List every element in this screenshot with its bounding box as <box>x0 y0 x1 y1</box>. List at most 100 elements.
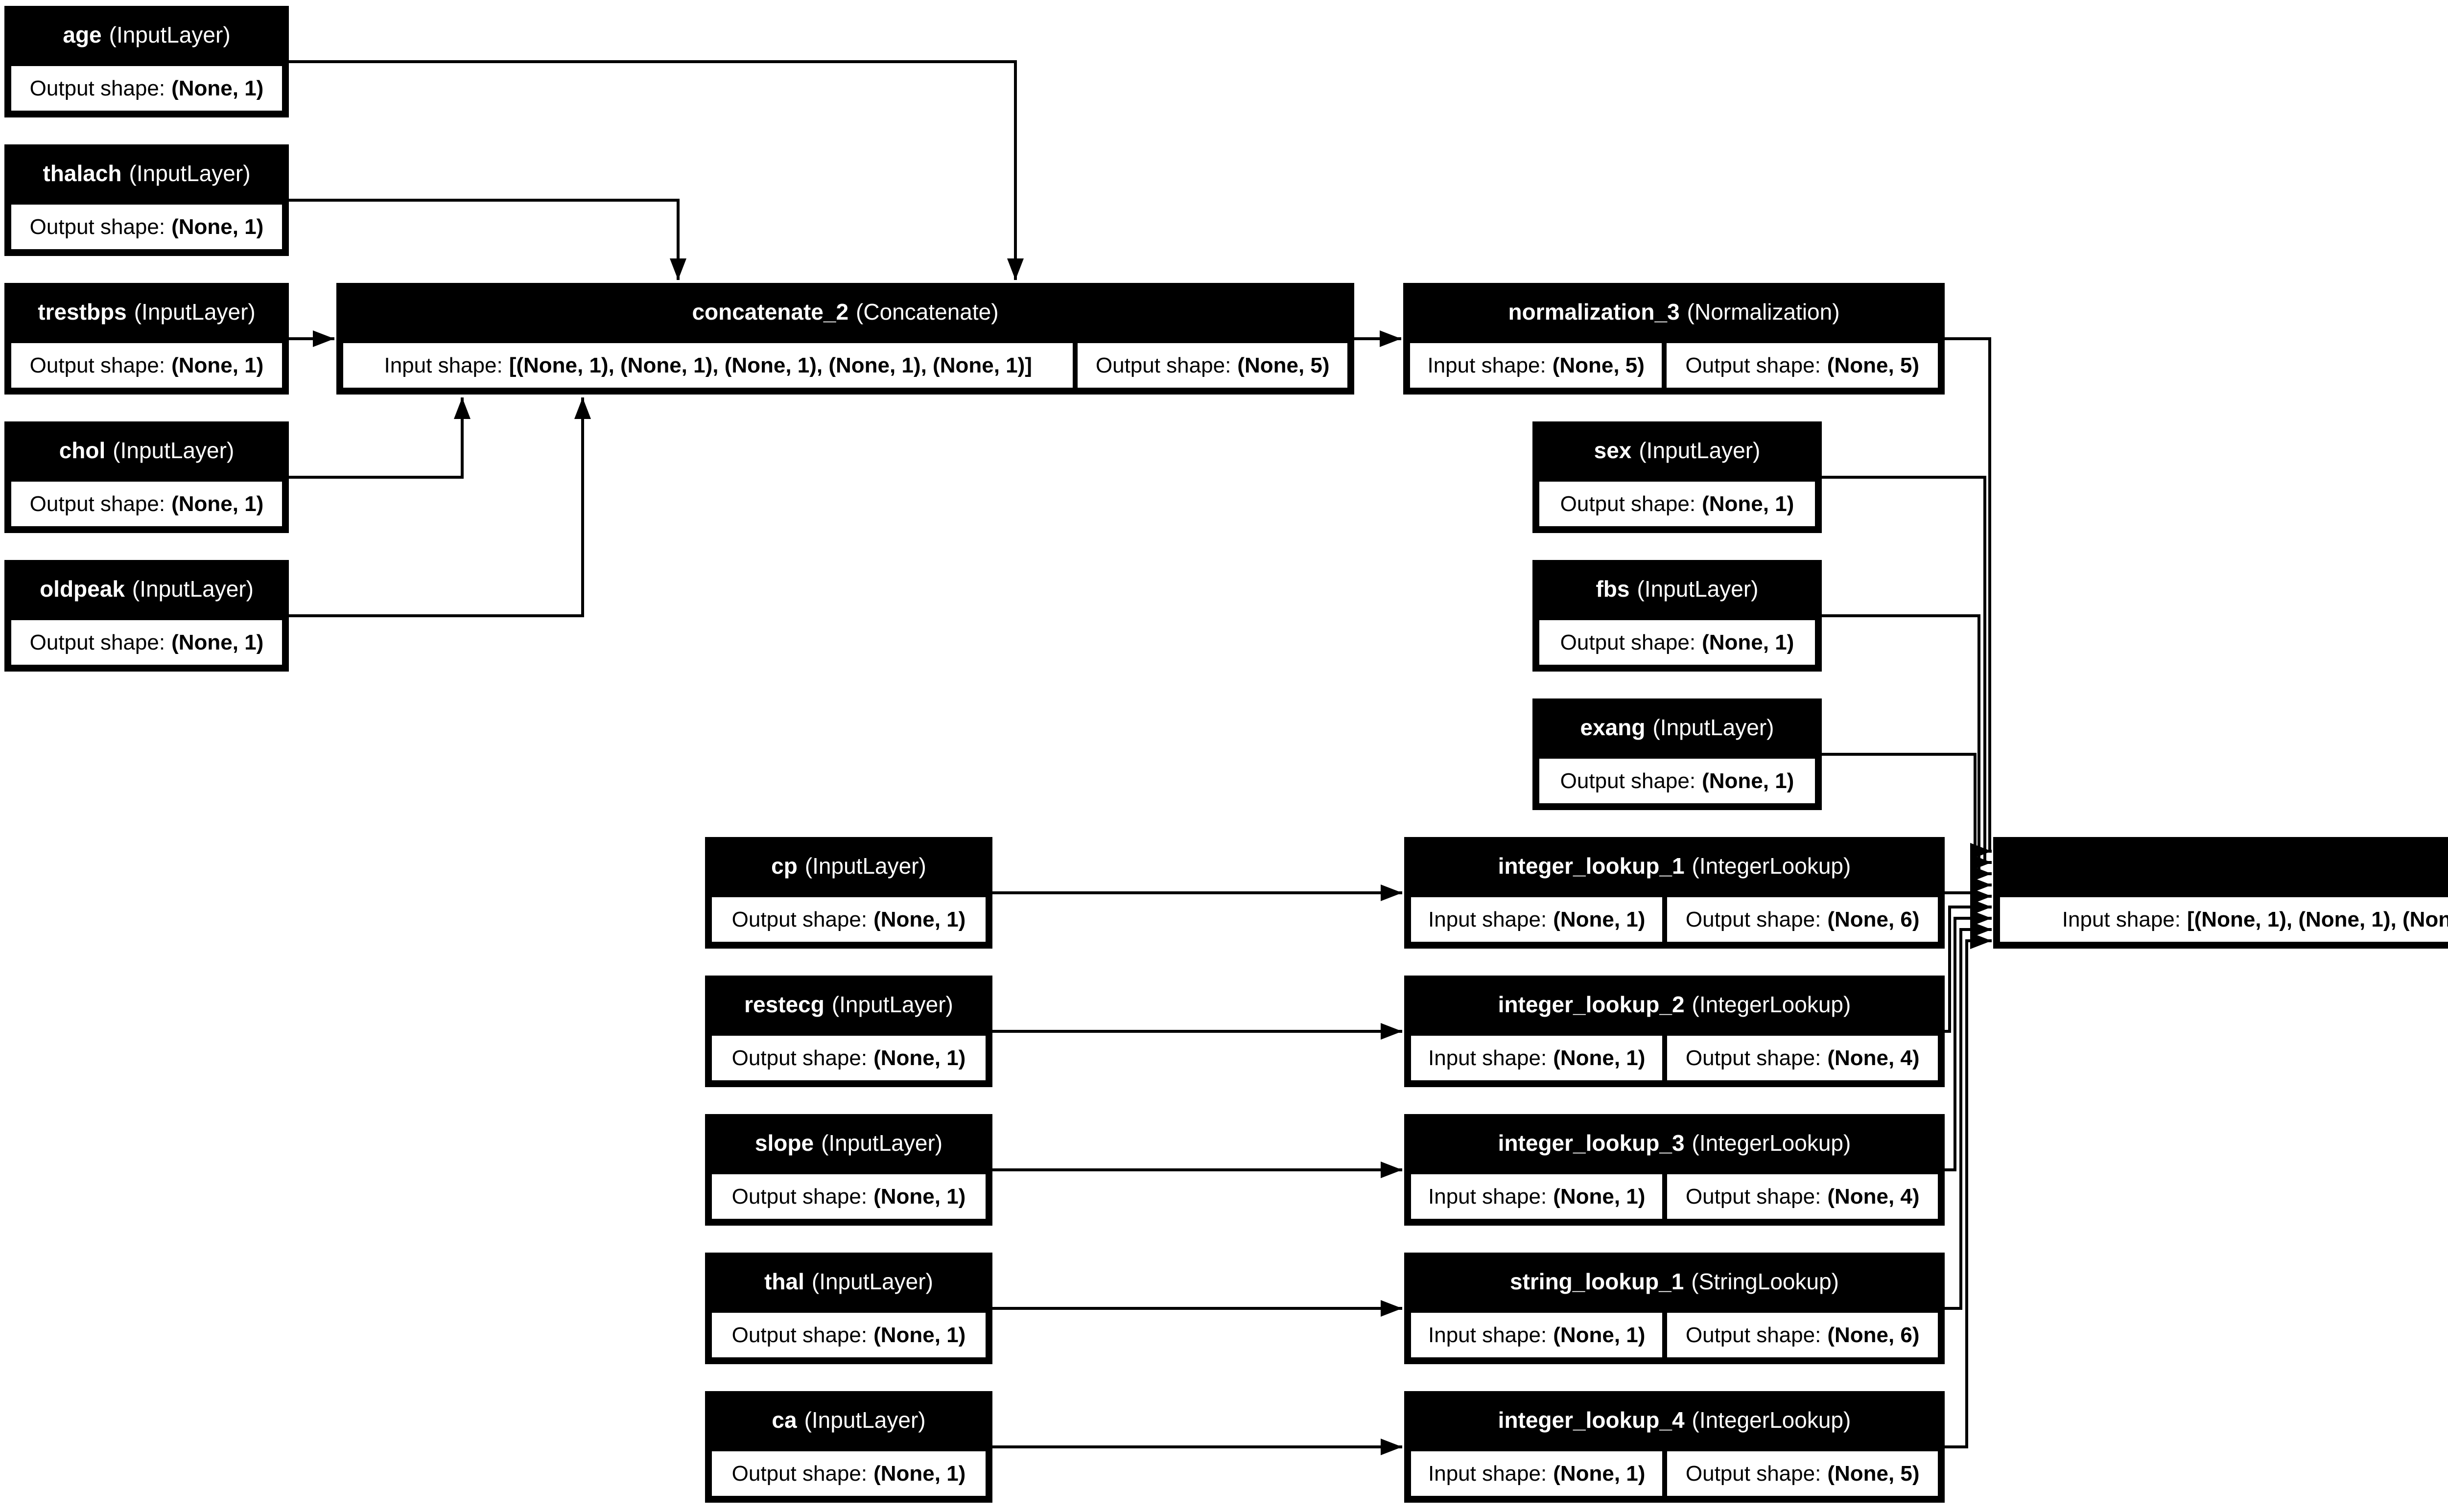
output-shape-label: Output shape: <box>29 491 165 516</box>
layer-node-thalach: thalach(InputLayer) Output shape:(None, … <box>4 144 289 256</box>
output-shape-cell: Output shape:(None, 1) <box>709 1310 988 1360</box>
layer-type: (InputLayer) <box>831 992 953 1017</box>
output-shape-label: Output shape: <box>731 1046 868 1070</box>
output-shape-value: (None, 1) <box>171 214 264 239</box>
output-shape-cell: Output shape:(None, 1) <box>1537 756 1817 806</box>
layer-header: exang(InputLayer) <box>1532 698 1822 756</box>
output-shape-label: Output shape: <box>1685 1184 1821 1209</box>
layer-node-normalization_3: normalization_3(Normalization) Input sha… <box>1403 283 1945 395</box>
edge-integer_lookup_3-to-concatenate_3 <box>1945 910 1992 1171</box>
output-shape-cell: Output shape:(None, 1) <box>709 1172 988 1221</box>
layer-name: integer_lookup_2 <box>1498 992 1685 1017</box>
input-shape-value: (None, 1) <box>1553 1323 1646 1347</box>
layer-name: sex <box>1594 438 1632 463</box>
output-shape-label: Output shape: <box>29 353 165 377</box>
output-shape-label: Output shape: <box>1685 353 1821 377</box>
output-shape-value: (None, 1) <box>873 1046 966 1070</box>
edge-chol-to-concatenate_2 <box>289 397 471 479</box>
layer-type: (InputLayer) <box>821 1130 943 1156</box>
input-shape-label: Input shape: <box>1428 1323 1547 1347</box>
output-shape-label: Output shape: <box>1685 1046 1821 1070</box>
output-shape-label: Output shape: <box>29 76 165 100</box>
layer-type: (InputLayer) <box>129 161 251 186</box>
output-shape-value: (None, 5) <box>1827 1461 1920 1486</box>
layer-name: ca <box>772 1407 797 1433</box>
layer-header: chol (InputLayer) <box>4 421 289 479</box>
output-shape-value: (None, 1) <box>1702 768 1794 793</box>
layer-type: (InputLayer) <box>113 438 235 463</box>
layer-header: thal(InputLayer) <box>705 1253 992 1310</box>
layer-type: (InputLayer) <box>134 299 256 325</box>
layer-header: ca(InputLayer) <box>705 1391 992 1449</box>
input-shape-value: (None, 5) <box>1552 353 1645 377</box>
layer-type: (StringLookup) <box>1691 1269 1839 1294</box>
input-shape-label: Input shape: <box>1428 1046 1547 1070</box>
layer-header: trestbps(InputLayer) <box>4 283 289 341</box>
output-shape-cell: Output shape:(None, 6) <box>1665 895 1940 944</box>
output-shape-value: (None, 1) <box>171 630 264 654</box>
layer-node-sex: sex(InputLayer) Output shape:(None, 1) <box>1532 421 1822 533</box>
output-shape-cell: Output shape:(None, 1) <box>9 479 284 529</box>
input-shape-cell: Input shape:(None, 1) <box>1409 1172 1665 1221</box>
input-shape-cell: Input shape:(None, 1) <box>1409 1033 1665 1083</box>
layer-type: (InputLayer) <box>1637 576 1759 602</box>
layer-node-thal: thal(InputLayer) Output shape:(None, 1) <box>705 1253 992 1364</box>
input-shape-cell: Input shape:(None, 1) <box>1409 1449 1665 1498</box>
output-shape-value: (None, 5) <box>1237 353 1330 377</box>
layer-type: (IntegerLookup) <box>1692 1407 1851 1433</box>
layer-name: thal <box>764 1269 804 1294</box>
output-shape-label: Output shape: <box>731 907 868 931</box>
edge-integer_lookup_1-to-concatenate_3 <box>1945 888 1992 905</box>
layer-header: concatenate_2(Concatenate) <box>336 283 1354 341</box>
input-shape-cell: Input shape:[(None, 1), (None, 1), (None… <box>341 341 1076 390</box>
layer-node-fbs: fbs(InputLayer) Output shape:(None, 1) <box>1532 560 1822 672</box>
edge-normalization_3-to-concatenate_3 <box>1945 337 1992 860</box>
output-shape-cell: Output shape:(None, 1) <box>709 895 988 944</box>
output-shape-label: Output shape: <box>1560 491 1696 516</box>
layer-name: integer_lookup_4 <box>1498 1407 1685 1433</box>
layer-type: (InputLayer) <box>804 853 926 879</box>
layer-header: restecg(InputLayer) <box>705 976 992 1033</box>
output-shape-label: Output shape: <box>1095 353 1231 377</box>
output-shape-value: (None, 6) <box>1827 1323 1920 1347</box>
output-shape-value: (None, 1) <box>171 76 264 100</box>
input-shape-label: Input shape: <box>1428 1461 1547 1486</box>
input-shape-label: Input shape: <box>1428 907 1547 931</box>
layer-name: chol <box>59 438 106 463</box>
layer-node-integer_lookup_3: integer_lookup_3(IntegerLookup) Input sh… <box>1404 1114 1945 1226</box>
layer-header: string_lookup_1(StringLookup) <box>1404 1253 1945 1310</box>
layer-name: integer_lookup_1 <box>1498 853 1685 879</box>
input-shape-value: (None, 1) <box>1553 907 1646 931</box>
layer-node-restecg: restecg(InputLayer) Output shape:(None, … <box>705 976 992 1087</box>
layer-node-ca: ca(InputLayer) Output shape:(None, 1) <box>705 1391 992 1503</box>
layer-node-cp: cp(InputLayer) Output shape:(None, 1) <box>705 837 992 949</box>
output-shape-label: Output shape: <box>1685 1323 1821 1347</box>
output-shape-cell: Output shape:(None, 4) <box>1665 1172 1940 1221</box>
layer-type: (IntegerLookup) <box>1692 992 1851 1017</box>
layer-header: integer_lookup_3(IntegerLookup) <box>1404 1114 1945 1172</box>
output-shape-cell: Output shape:(None, 5) <box>1075 341 1350 390</box>
input-shape-value: (None, 1) <box>1553 1046 1646 1070</box>
input-shape-value: [(None, 1), (None, 1), (None, 1), (None,… <box>509 353 1032 377</box>
output-shape-value: (None, 1) <box>171 353 264 377</box>
output-shape-value: (None, 5) <box>1827 353 1920 377</box>
edge-integer_lookup_4-to-concatenate_3 <box>1945 932 1992 1448</box>
output-shape-value: (None, 1) <box>171 491 264 516</box>
layer-node-integer_lookup_1: integer_lookup_1(IntegerLookup) Input sh… <box>1404 837 1945 949</box>
output-shape-cell: Output shape:(None, 1) <box>1537 479 1817 529</box>
edge-exang-to-concatenate_3 <box>1822 753 1992 893</box>
edge-integer_lookup_2-to-concatenate_3 <box>1945 899 1992 1033</box>
layer-name: cp <box>771 853 798 879</box>
layer-node-exang: exang(InputLayer) Output shape:(None, 1) <box>1532 698 1822 810</box>
output-shape-cell: Output shape:(None, 1) <box>9 618 284 667</box>
layer-header: concatenate_3(Concatenate) <box>1993 837 2448 895</box>
layer-type: (InputLayer) <box>109 22 231 47</box>
output-shape-label: Output shape: <box>29 214 165 239</box>
input-shape-cell: Input shape:[(None, 1), (None, 1), (None… <box>1998 895 2448 944</box>
output-shape-cell: Output shape:(None, 4) <box>1665 1033 1940 1083</box>
output-shape-label: Output shape: <box>731 1461 868 1486</box>
input-shape-value: [(None, 1), (None, 1), (None, 1), (None,… <box>2187 907 2448 931</box>
layer-header: sex(InputLayer) <box>1532 421 1822 479</box>
layer-node-oldpeak: oldpeak(InputLayer) Output shape:(None, … <box>4 560 289 672</box>
